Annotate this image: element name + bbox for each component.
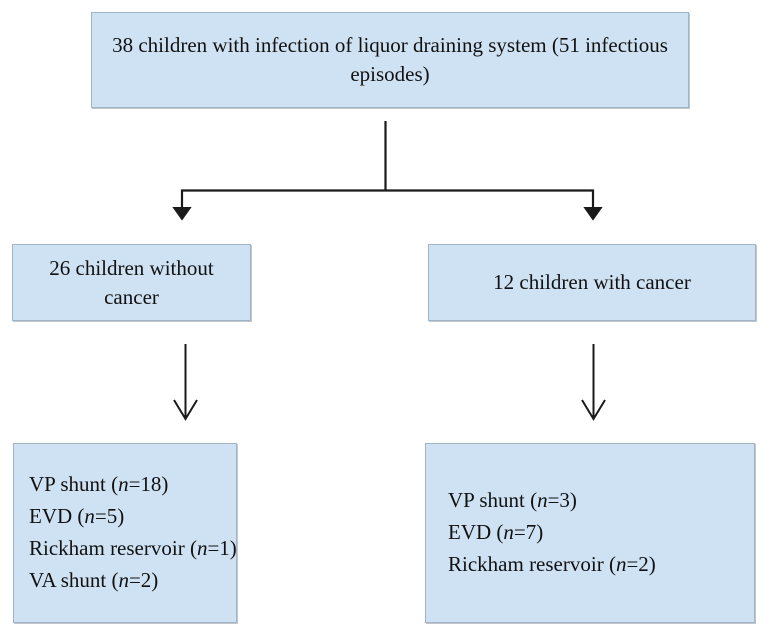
device-list-without-cancer: VP shunt (n=18)EVD (n=5)Rickham reservoi…: [15, 469, 237, 597]
device-without-cancer-n-symbol: n: [118, 472, 129, 497]
device-with-cancer-n-symbol: n: [503, 520, 514, 545]
node-children-without-cancer[interactable]: 26 children without cancer: [12, 244, 251, 321]
device-with-cancer-n-value: =7): [513, 520, 544, 545]
device-without-cancer-label: Rickham reservoir (: [29, 536, 197, 560]
device-without-cancer-n-symbol: n: [84, 504, 95, 529]
device-without-cancer-label: VA shunt (: [29, 567, 119, 592]
device-with-cancer-label: VP shunt (: [448, 488, 538, 513]
device-without-cancer-line: VA shunt (n=2): [29, 565, 235, 597]
node-children-without-cancer-label: 26 children without cancer: [49, 255, 214, 309]
device-without-cancer-label: VP shunt (: [29, 472, 119, 497]
device-with-cancer-n-symbol: n: [615, 551, 627, 576]
node-children-with-cancer[interactable]: 12 children with cancer: [428, 244, 756, 321]
node-root-label: 38 children with infection of liquor dra…: [112, 33, 668, 86]
device-without-cancer-n-value: =5): [94, 504, 125, 529]
device-without-cancer-line: Rickham reservoir (n=1): [29, 533, 237, 565]
arrowhead-without-cancer-to-devices: [173, 399, 198, 421]
device-with-cancer-line: Rickham reservoir (n=2): [448, 549, 746, 581]
device-with-cancer-label: EVD (: [448, 520, 504, 545]
device-with-cancer-label: Rickham reservoir (: [448, 551, 616, 576]
node-children-with-cancer-label: 12 children with cancer: [493, 270, 691, 295]
device-list-with-cancer: VP shunt (n=3)EVD (n=7)Rickham reservoir…: [434, 485, 746, 581]
device-with-cancer-n-value: =3): [547, 488, 577, 513]
node-root-cohort[interactable]: 38 children with infection of liquor dra…: [91, 12, 689, 108]
device-without-cancer-line: EVD (n=5): [29, 501, 235, 533]
device-without-cancer-n-value: =18): [128, 472, 169, 497]
device-without-cancer-n-symbol: n: [196, 536, 208, 560]
device-with-cancer-line: EVD (n=7): [448, 517, 746, 549]
device-without-cancer-n-value: =1): [207, 536, 237, 560]
device-without-cancer-label: EVD (: [29, 504, 85, 529]
arrowhead-with-cancer-to-devices: [581, 399, 606, 421]
device-without-cancer-n-symbol: n: [118, 567, 129, 592]
device-with-cancer-n-value: =2): [626, 551, 656, 576]
device-with-cancer-line: VP shunt (n=3): [448, 485, 746, 517]
device-without-cancer-line: VP shunt (n=18): [29, 469, 235, 501]
node-devices-without-cancer[interactable]: VP shunt (n=18)EVD (n=5)Rickham reservoi…: [13, 443, 237, 623]
node-devices-with-cancer[interactable]: VP shunt (n=3)EVD (n=7)Rickham reservoir…: [425, 443, 755, 623]
device-without-cancer-n-value: =2): [128, 567, 159, 592]
device-with-cancer-n-symbol: n: [537, 488, 548, 513]
